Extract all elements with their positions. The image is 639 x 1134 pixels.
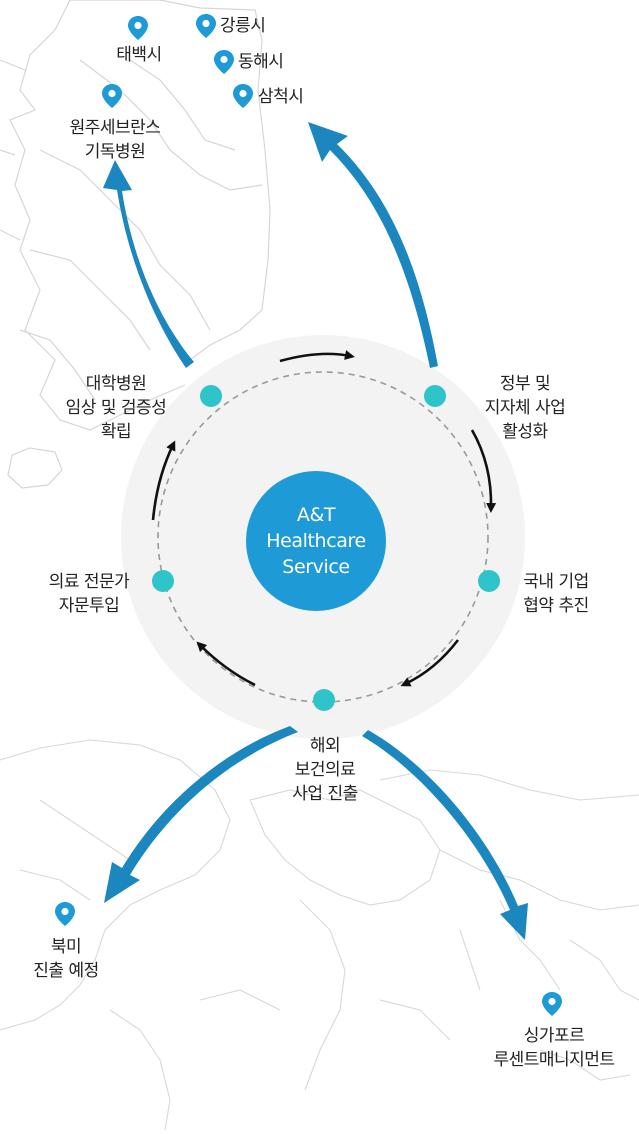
location-label-samcheok: 삼척시 [258,85,328,109]
center-label-line: Service [282,556,350,578]
location-label-line: 루센트매니지먼트 [493,1050,615,1070]
location-label-line: 싱가포르 [523,1026,585,1046]
stage-label-domestic: 국내 기업 협약 추진 [506,570,606,618]
stage-label-line: 사업 진출 [292,784,358,804]
arrow-to-gangwon [308,122,438,368]
stage-dot-univ [200,385,222,407]
stage-label-line: 국내 기업 [523,572,589,592]
cycle-ring [157,371,489,703]
stage-label-line: 활성화 [502,422,548,442]
stage-label-overseas: 해외 보건의료 사업 진출 [270,734,380,806]
location-label-taebaek: 태백시 [104,43,174,67]
map-pin-icon [55,902,75,926]
map-pin-icon [102,84,122,108]
location-label-donghae: 동해시 [238,50,308,74]
center-label-line: A&T [296,504,336,526]
map-pin-icon [128,16,148,40]
location-label-singapore: 싱가포르 루센트매니지먼트 [474,1024,634,1072]
outward-arrows [103,122,528,940]
stage-label-medical: 의료 전문가 자문투입 [30,570,148,618]
location-label-line: 기독병원 [84,142,146,162]
stage-label-line: 정부 및 [499,374,551,394]
cycle-arrow-right [470,429,497,513]
location-label-line: 강릉시 [220,16,266,36]
arrow-to-singapore [362,730,528,940]
cycle-arrow-bottom-right [400,639,460,687]
stage-label-gov: 정부 및 지자체 사업 활성화 [470,372,580,444]
stage-label-line: 지자체 사업 [484,398,566,418]
location-label-gangneung: 강릉시 [220,14,290,38]
world-map [0,739,639,1131]
stage-label-line: 해외 [309,736,341,756]
map-pin-icon [214,50,234,74]
center-label-line: Healthcare [266,530,366,552]
stage-label-line: 확립 [100,422,132,442]
location-label-line: 원주세브란스 [69,118,161,138]
stage-label-univ: 대학병원 임상 및 검증성 확립 [44,372,188,444]
location-label-line: 진출 예정 [33,961,99,981]
stage-label-line: 보건의료 [294,760,356,780]
cycle-arrow-top [279,350,355,363]
center-circle [246,471,386,611]
stage-label-line: 대학병원 [85,374,147,394]
stage-dot-overseas [313,689,335,711]
stage-dots [152,385,500,711]
stage-dot-domestic [478,570,500,592]
location-label-line: 태백시 [116,45,162,65]
stage-label-line: 의료 전문가 [48,572,130,592]
stage-dot-medical [152,570,174,592]
location-label-line: 삼척시 [258,87,304,107]
cycle-arrow-left [151,440,176,521]
map-pin-icon [233,84,253,108]
cycle-arrows [151,350,497,687]
stage-label-line: 협약 추진 [523,596,589,616]
arrow-to-wonju [103,160,194,368]
center-label: A&T Healthcare Service [246,476,386,606]
arrow-to-north-america [104,726,298,903]
map-pins [55,14,562,1016]
stage-label-line: 임상 및 검증성 [65,398,167,418]
map-pin-icon [542,992,562,1016]
location-label-north-america: 북미 진출 예정 [18,935,114,983]
map-pin-icon [196,14,216,38]
location-label-wonju: 원주세브란스 기독병원 [52,116,178,164]
location-label-line: 북미 [50,937,82,957]
cycle-arrow-bottom-left [196,641,256,687]
location-label-line: 동해시 [238,52,284,72]
stage-label-line: 자문투입 [58,596,120,616]
stage-dot-gov [424,385,446,407]
